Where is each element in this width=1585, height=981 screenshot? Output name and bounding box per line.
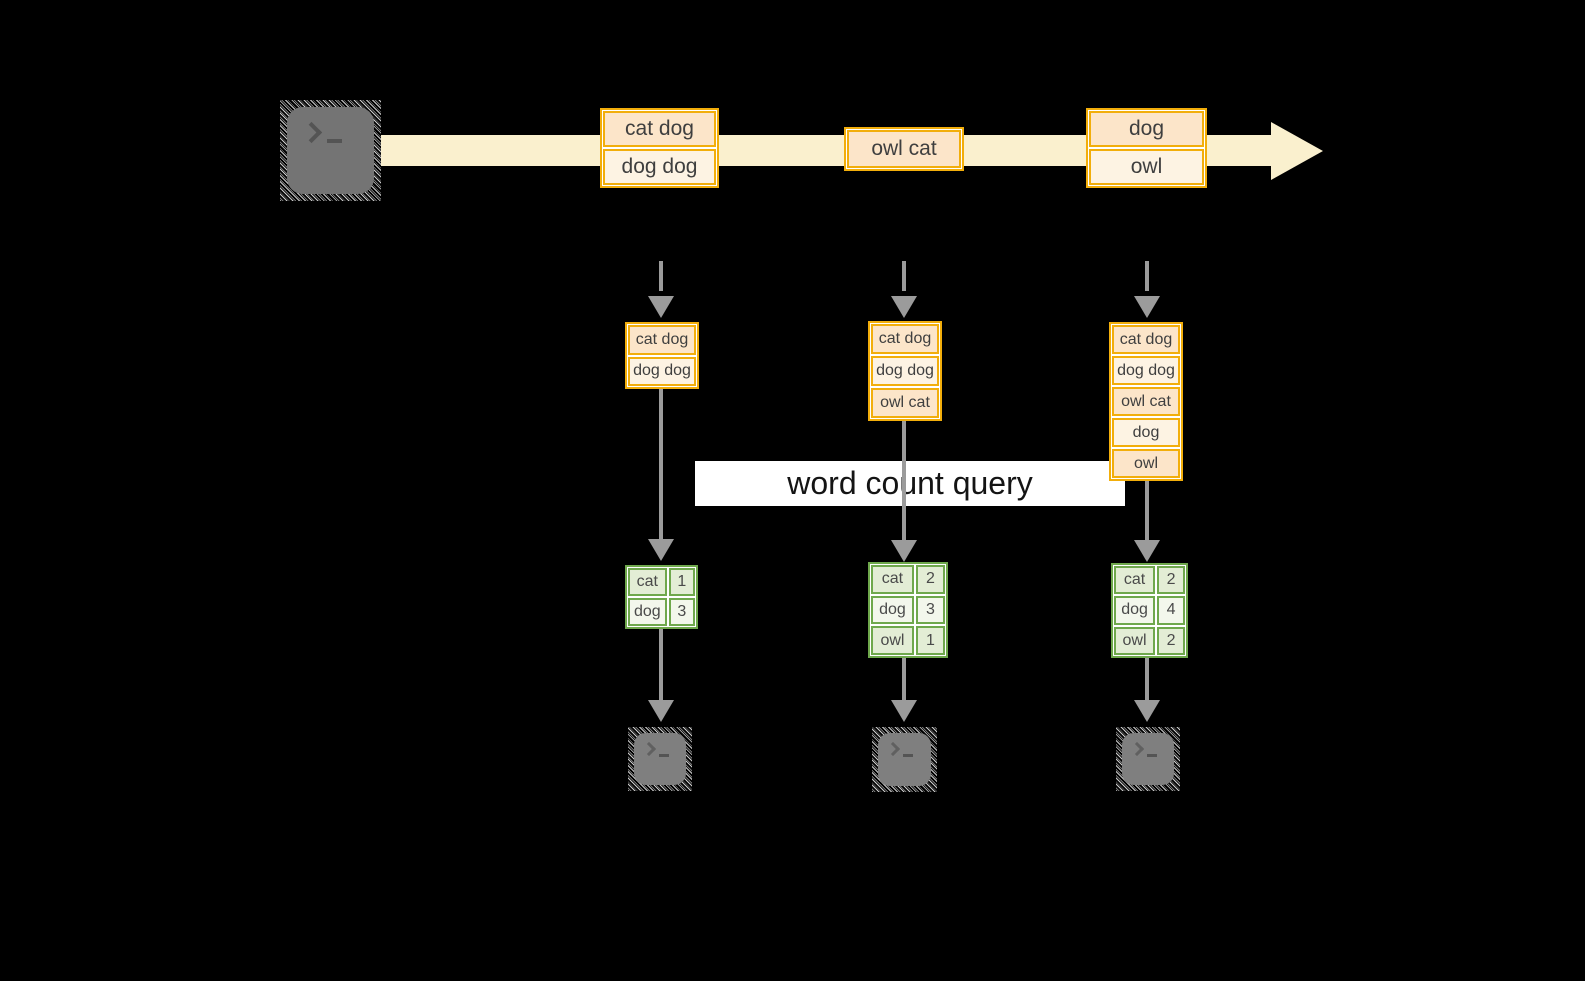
word-cell: owl: [871, 626, 914, 656]
stream-record: owl cat: [847, 130, 961, 168]
word-cell: cat: [628, 568, 667, 596]
count-cell: 1: [915, 626, 945, 656]
ingest-arrowhead-1: [648, 296, 674, 318]
terminal-output-icon-3: [1116, 727, 1180, 791]
query-arrowhead-1: [648, 539, 674, 561]
word-cell: cat: [1114, 566, 1156, 595]
count-cell: 2: [915, 565, 945, 594]
count-cell: 2: [1157, 566, 1185, 595]
input-record: owl cat: [871, 388, 939, 418]
query-arrow-line-3: [1145, 481, 1149, 540]
query-arrow-line-2: [902, 421, 906, 540]
prompt-underscore-icon: [1147, 754, 1157, 757]
word-cell: dog: [1114, 596, 1156, 625]
word-cell: dog: [871, 595, 914, 625]
input-record: dog: [1112, 418, 1180, 447]
input-record: dog dog: [871, 356, 939, 386]
terminal-face: [1122, 733, 1174, 785]
result-arrow-line-2: [902, 658, 906, 700]
input-record: cat dog: [1112, 325, 1180, 354]
count-cell: 1: [668, 568, 695, 596]
input-record: owl cat: [1112, 387, 1180, 416]
prompt-underscore-icon: [327, 139, 342, 143]
terminal-output-icon-2: [872, 727, 937, 792]
query-label: word count query: [695, 461, 1125, 506]
stream-arrowhead-icon: [1271, 122, 1323, 180]
word-cell: cat: [871, 565, 914, 594]
ingest-arrowhead-2: [891, 296, 917, 318]
stream-event-box-2: owl cat: [844, 127, 964, 171]
terminal-face: [878, 733, 931, 786]
count-cell: 2: [1157, 626, 1185, 655]
stream-record: owl: [1089, 149, 1204, 185]
prompt-underscore-icon: [903, 754, 913, 757]
ingest-arrow-dash-2: [902, 261, 906, 291]
count-cell: 3: [915, 595, 945, 625]
input-record: cat dog: [871, 324, 939, 354]
word-cell: dog: [628, 598, 667, 626]
terminal-face: [634, 733, 686, 785]
input-record: owl: [1112, 449, 1180, 478]
stream-record: dog dog: [603, 149, 716, 185]
result-arrow-line-3: [1145, 658, 1149, 700]
ingest-arrow-dash-1: [659, 261, 663, 291]
prompt-underscore-icon: [659, 754, 669, 757]
stream-record: cat dog: [603, 111, 716, 147]
query-arrow-line-1: [659, 389, 663, 539]
word-cell: owl: [1114, 626, 1156, 655]
ingest-arrowhead-3: [1134, 296, 1160, 318]
count-cell: 4: [1157, 596, 1185, 625]
prompt-chevron-icon: [300, 121, 323, 144]
query-arrowhead-3: [1134, 540, 1160, 562]
prompt-chevron-icon: [1129, 741, 1145, 757]
input-record: cat dog: [628, 325, 696, 355]
count-cell: 3: [668, 598, 695, 626]
result-arrowhead-1: [648, 700, 674, 722]
result-arrow-line-1: [659, 629, 663, 700]
terminal-output-icon-1: [628, 727, 692, 791]
prompt-chevron-icon: [885, 741, 901, 757]
input-record: dog dog: [1112, 356, 1180, 385]
terminal-source-icon: [280, 100, 381, 201]
result-arrowhead-3: [1134, 700, 1160, 722]
input-record: dog dog: [628, 356, 696, 386]
prompt-chevron-icon: [641, 741, 657, 757]
query-arrowhead-2: [891, 540, 917, 562]
ingest-arrow-dash-3: [1145, 261, 1149, 291]
stream-record: dog: [1089, 111, 1204, 147]
result-arrowhead-2: [891, 700, 917, 722]
terminal-face: [287, 107, 374, 194]
